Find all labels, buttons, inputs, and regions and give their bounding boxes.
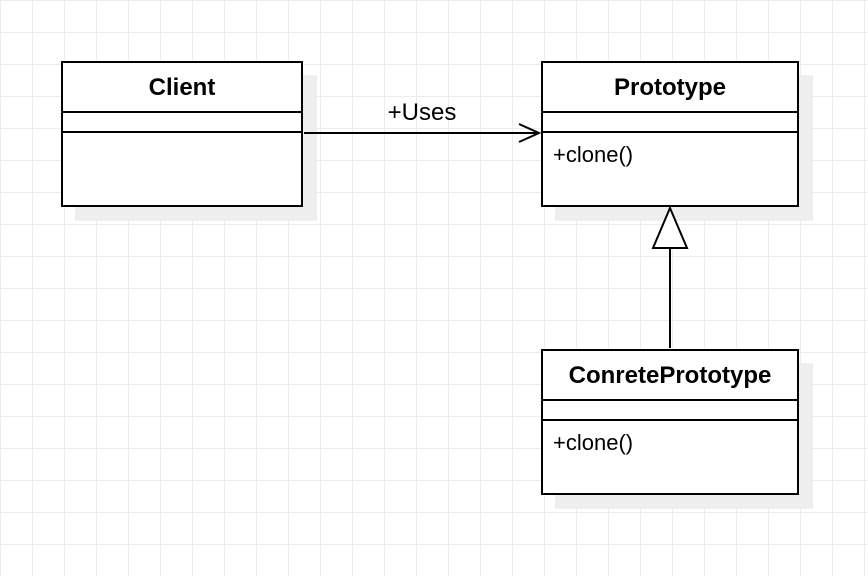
class-concrete-prototype[interactable]: ConretePrototype +clone() — [541, 349, 799, 495]
class-prototype-attributes — [543, 113, 797, 133]
class-prototype-operation: +clone() — [553, 142, 634, 167]
open-arrowhead-icon — [518, 123, 542, 143]
class-client-operations — [63, 133, 301, 141]
class-client-attributes — [63, 113, 301, 133]
class-concrete-prototype-attributes — [543, 401, 797, 421]
class-concrete-prototype-operations: +clone() — [543, 421, 797, 457]
class-client-name: Client — [63, 63, 301, 113]
class-concrete-prototype-operation: +clone() — [553, 430, 634, 455]
class-concrete-prototype-name: ConretePrototype — [543, 351, 797, 401]
class-client[interactable]: Client — [61, 61, 303, 207]
hollow-triangle-icon — [651, 205, 689, 249]
class-prototype-name: Prototype — [543, 63, 797, 113]
class-prototype-operations: +clone() — [543, 133, 797, 169]
class-prototype[interactable]: Prototype +clone() — [541, 61, 799, 207]
uses-association-label: +Uses — [387, 99, 457, 126]
